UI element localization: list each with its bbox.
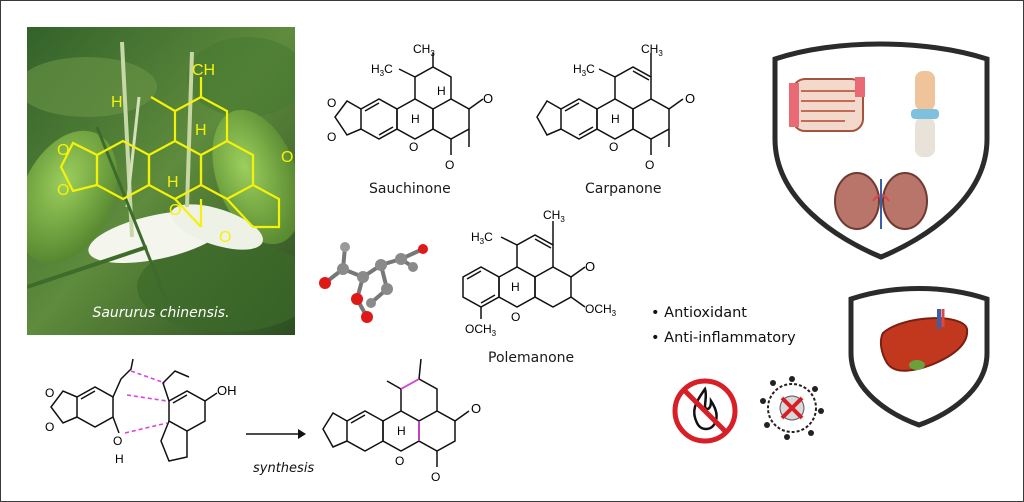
polemanone-h: H xyxy=(511,280,520,294)
bioactivity-list: • Antioxidant • Anti-inflammatory xyxy=(651,305,796,355)
ball-and-stick-model xyxy=(319,242,428,323)
sauchinone-o1: O xyxy=(327,96,336,110)
overlay-h3c: H xyxy=(111,94,123,111)
polemanone-o-carbonyl: O xyxy=(585,259,595,274)
protection-shield-top xyxy=(772,41,990,260)
sauchinone-h: H xyxy=(411,112,420,126)
overlay-o1: O xyxy=(57,142,69,159)
bullet-anti-inflammatory: • Anti-inflammatory xyxy=(651,330,796,346)
sauchinone-ch3: CH3 xyxy=(413,42,435,58)
polemanone-structure: CH3 H3C O OCH3 H O OCH3 xyxy=(462,208,617,338)
plant-photo: CH H H H O O O O O Saururus chinensis. xyxy=(27,27,295,335)
bullet-antioxidant: • Antioxidant xyxy=(651,305,747,321)
precursor-h: H xyxy=(115,452,124,466)
carpanone-h3c: H3C xyxy=(573,62,595,78)
kidney-icon xyxy=(834,172,928,230)
photo-caption: Saururus chinensis. xyxy=(92,305,230,321)
overlay-o3: O xyxy=(169,202,181,219)
overlay-h2: H xyxy=(167,174,179,191)
liver-icon xyxy=(879,309,969,372)
product-o4: O xyxy=(431,470,440,484)
sauchinone-label: Sauchinone xyxy=(369,181,451,197)
sauchinone-structure: CH3 H3C O H H O O O O xyxy=(327,42,493,172)
sauchinone-o2: O xyxy=(327,130,336,144)
polemanone-och3-right: OCH3 xyxy=(585,302,617,318)
intestine-icon xyxy=(789,77,865,132)
precursor-o2: O xyxy=(45,420,54,434)
protection-shield-bottom xyxy=(848,286,990,428)
no-fire-icon xyxy=(672,378,738,444)
polemanone-label: Polemanone xyxy=(488,350,575,366)
polemanone-ch3: CH3 xyxy=(543,208,565,224)
polemanone-och3-left: OCH3 xyxy=(465,322,497,338)
sauchinone-overlay-structure: CH H H H O O O O O xyxy=(57,62,293,246)
carpanone-o3: O xyxy=(609,140,618,154)
sauchinone-o-carbonyl: O xyxy=(483,91,493,106)
carpanone-structure: CH3 H3C O H O O xyxy=(536,42,695,172)
overlay-o4: O xyxy=(281,149,293,166)
synthesis-arrow xyxy=(246,429,306,439)
joint-icon xyxy=(911,71,939,157)
sauchinone-h-2: H xyxy=(437,84,446,98)
carpanone-o4: O xyxy=(645,158,654,172)
synthesis-label: synthesis xyxy=(253,461,315,476)
sauchinone-h3c: H3C xyxy=(371,62,393,78)
product-o-carbonyl: O xyxy=(471,401,481,416)
no-cell-icon xyxy=(760,376,824,440)
synthesis-product-structure: O H O O xyxy=(322,358,481,484)
carpanone-h: H xyxy=(611,112,620,126)
precursor-o1: O xyxy=(45,386,54,400)
overlay-o5: O xyxy=(219,229,231,246)
sauchinone-o3: O xyxy=(409,140,418,154)
polemanone-o-ring: O xyxy=(511,310,520,324)
overlay-h: H xyxy=(195,122,207,139)
product-h: H xyxy=(397,424,406,438)
polemanone-h3c: H3C xyxy=(471,230,493,246)
carpanone-label: Carpanone xyxy=(585,181,662,197)
precursor-o: O xyxy=(113,434,122,448)
synthesis-precursor-structure: OH O H O O xyxy=(45,358,237,466)
product-o3: O xyxy=(395,454,404,468)
carpanone-ch3: CH3 xyxy=(641,42,663,58)
sauchinone-o4: O xyxy=(445,158,454,172)
precursor-oh: OH xyxy=(217,383,237,398)
carpanone-o-carbonyl: O xyxy=(685,91,695,106)
overlay-o2: O xyxy=(57,182,69,199)
overlay-ch3: CH xyxy=(192,62,215,79)
